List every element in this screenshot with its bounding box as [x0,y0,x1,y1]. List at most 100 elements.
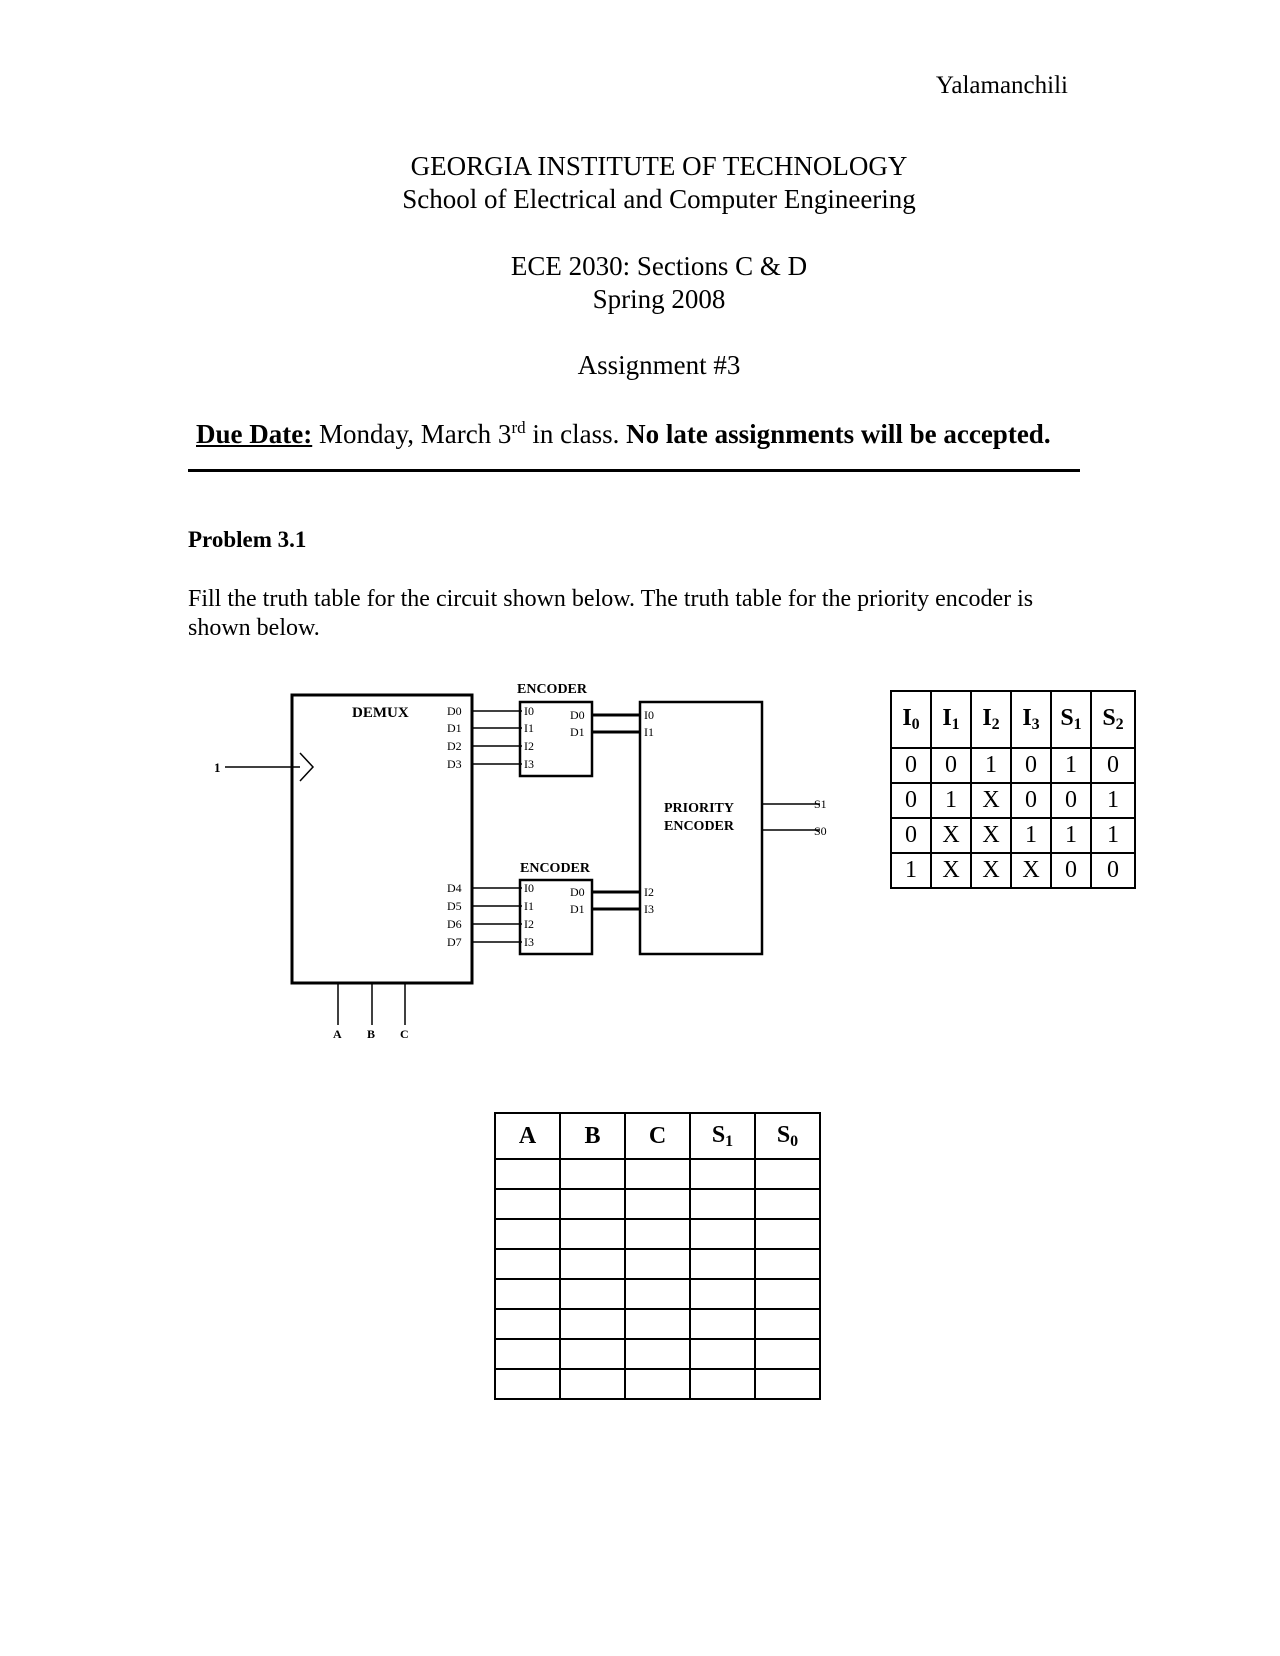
answer-cell[interactable] [754,1308,821,1340]
encoder-input-label: I2 [524,739,534,753]
table-header: S1 [1050,690,1092,749]
select-label-b: B [367,1027,375,1041]
answer-cell[interactable] [494,1368,561,1400]
demux-label: DEMUX [352,705,409,721]
table-cell: 0 [890,817,932,854]
table-row [494,1188,821,1220]
table-cell: 1 [1010,817,1052,854]
answer-cell[interactable] [559,1188,626,1220]
answer-cell[interactable] [494,1218,561,1250]
answer-cell[interactable] [689,1158,756,1190]
answer-cell[interactable] [689,1308,756,1340]
encoder-top-label: ENCODER [517,682,588,697]
table-cell: 0 [1050,852,1092,889]
author-name: Yalamanchili [935,72,1068,99]
priority-encoder-truth-table: I0 I1 I2 I3 S1 S2 0 0 1 0 1 0 0 1 X 0 0 … [890,690,1136,889]
table-cell: X [970,817,1012,854]
table-header: I3 [1010,690,1052,749]
answer-cell[interactable] [559,1368,626,1400]
table-cell: 0 [890,747,932,784]
table-header: S1 [689,1112,756,1160]
answer-cell[interactable] [559,1158,626,1190]
answer-cell[interactable] [494,1338,561,1370]
encoder-output-label: D0 [570,885,585,899]
encoder-input-label: I2 [524,917,534,931]
table-header: I0 [890,690,932,749]
table-cell: 1 [1050,817,1092,854]
table-row [494,1158,821,1190]
table-header: I1 [930,690,972,749]
table-cell: 0 [890,782,932,819]
encoder-input-label: I0 [524,881,534,895]
institution-name: GEORGIA INSTITUTE OF TECHNOLOGY [410,151,908,181]
answer-cell[interactable] [754,1188,821,1220]
table-row [494,1338,821,1370]
due-date-text-after: in class. [525,419,627,449]
demux-output-label: D4 [447,881,462,895]
answer-cell[interactable] [754,1158,821,1190]
answer-cell[interactable] [624,1368,691,1400]
answer-cell[interactable] [624,1338,691,1370]
answer-cell[interactable] [559,1278,626,1310]
problem-title: Problem 3.1 [188,527,307,552]
table-header: A [494,1112,561,1160]
table-cell: X [970,852,1012,889]
answer-cell[interactable] [624,1248,691,1280]
answer-cell[interactable] [689,1338,756,1370]
priority-input-label: I2 [644,885,654,899]
table-cell: X [1010,852,1052,889]
table-cell: 0 [1050,782,1092,819]
table-cell: 1 [970,747,1012,784]
answer-cell[interactable] [754,1248,821,1280]
answer-cell[interactable] [494,1158,561,1190]
table-row: 0 1 X 0 0 1 [890,782,1136,819]
demux-output-label: D1 [447,721,462,735]
answer-cell[interactable] [689,1248,756,1280]
answer-cell[interactable] [624,1278,691,1310]
answer-cell[interactable] [559,1338,626,1370]
circuit-diagram: DEMUX 1 D0 D1 D2 D3 D4 D5 D6 D7 A B C EN… [214,682,827,1041]
answer-cell[interactable] [494,1248,561,1280]
answer-cell[interactable] [689,1218,756,1250]
answer-cell[interactable] [559,1218,626,1250]
answer-cell[interactable] [689,1368,756,1400]
table-cell: 1 [1050,747,1092,784]
answer-cell[interactable] [494,1308,561,1340]
table-row [494,1308,821,1340]
answer-cell[interactable] [494,1278,561,1310]
table-cell: 1 [1090,782,1136,819]
encoder-input-label: I0 [524,704,534,718]
demux-output-label: D2 [447,739,462,753]
answer-cell[interactable] [689,1278,756,1310]
due-date-label: Due Date: [196,419,313,449]
table-cell: X [970,782,1012,819]
table-header-row: I0 I1 I2 I3 S1 S2 [890,690,1136,749]
answer-cell[interactable] [754,1278,821,1310]
table-row: 0 0 1 0 1 0 [890,747,1136,784]
table-cell: X [930,817,972,854]
due-date-line: Due Date: Monday, March 3rd in class. No… [196,418,1051,450]
priority-output-s0: S0 [814,824,827,838]
answer-cell[interactable] [624,1188,691,1220]
term: Spring 2008 [592,284,726,314]
table-row: 0 X X 1 1 1 [890,817,1136,854]
answer-cell[interactable] [624,1308,691,1340]
answer-cell[interactable] [624,1218,691,1250]
priority-input-label: I0 [644,708,654,722]
demux-output-label: D3 [447,757,462,771]
table-row [494,1368,821,1400]
answer-cell[interactable] [754,1338,821,1370]
answer-cell[interactable] [754,1218,821,1250]
answer-cell[interactable] [689,1188,756,1220]
answer-cell[interactable] [559,1248,626,1280]
answer-cell[interactable] [754,1368,821,1400]
table-row [494,1218,821,1250]
encoder-input-label: I1 [524,721,534,735]
encoder-output-label: D1 [570,902,585,916]
school-name: School of Electrical and Computer Engine… [402,184,916,214]
answer-cell[interactable] [624,1158,691,1190]
divider [188,469,1080,472]
answer-cell[interactable] [494,1188,561,1220]
assignment-title: Assignment #3 [577,350,741,380]
answer-cell[interactable] [559,1308,626,1340]
